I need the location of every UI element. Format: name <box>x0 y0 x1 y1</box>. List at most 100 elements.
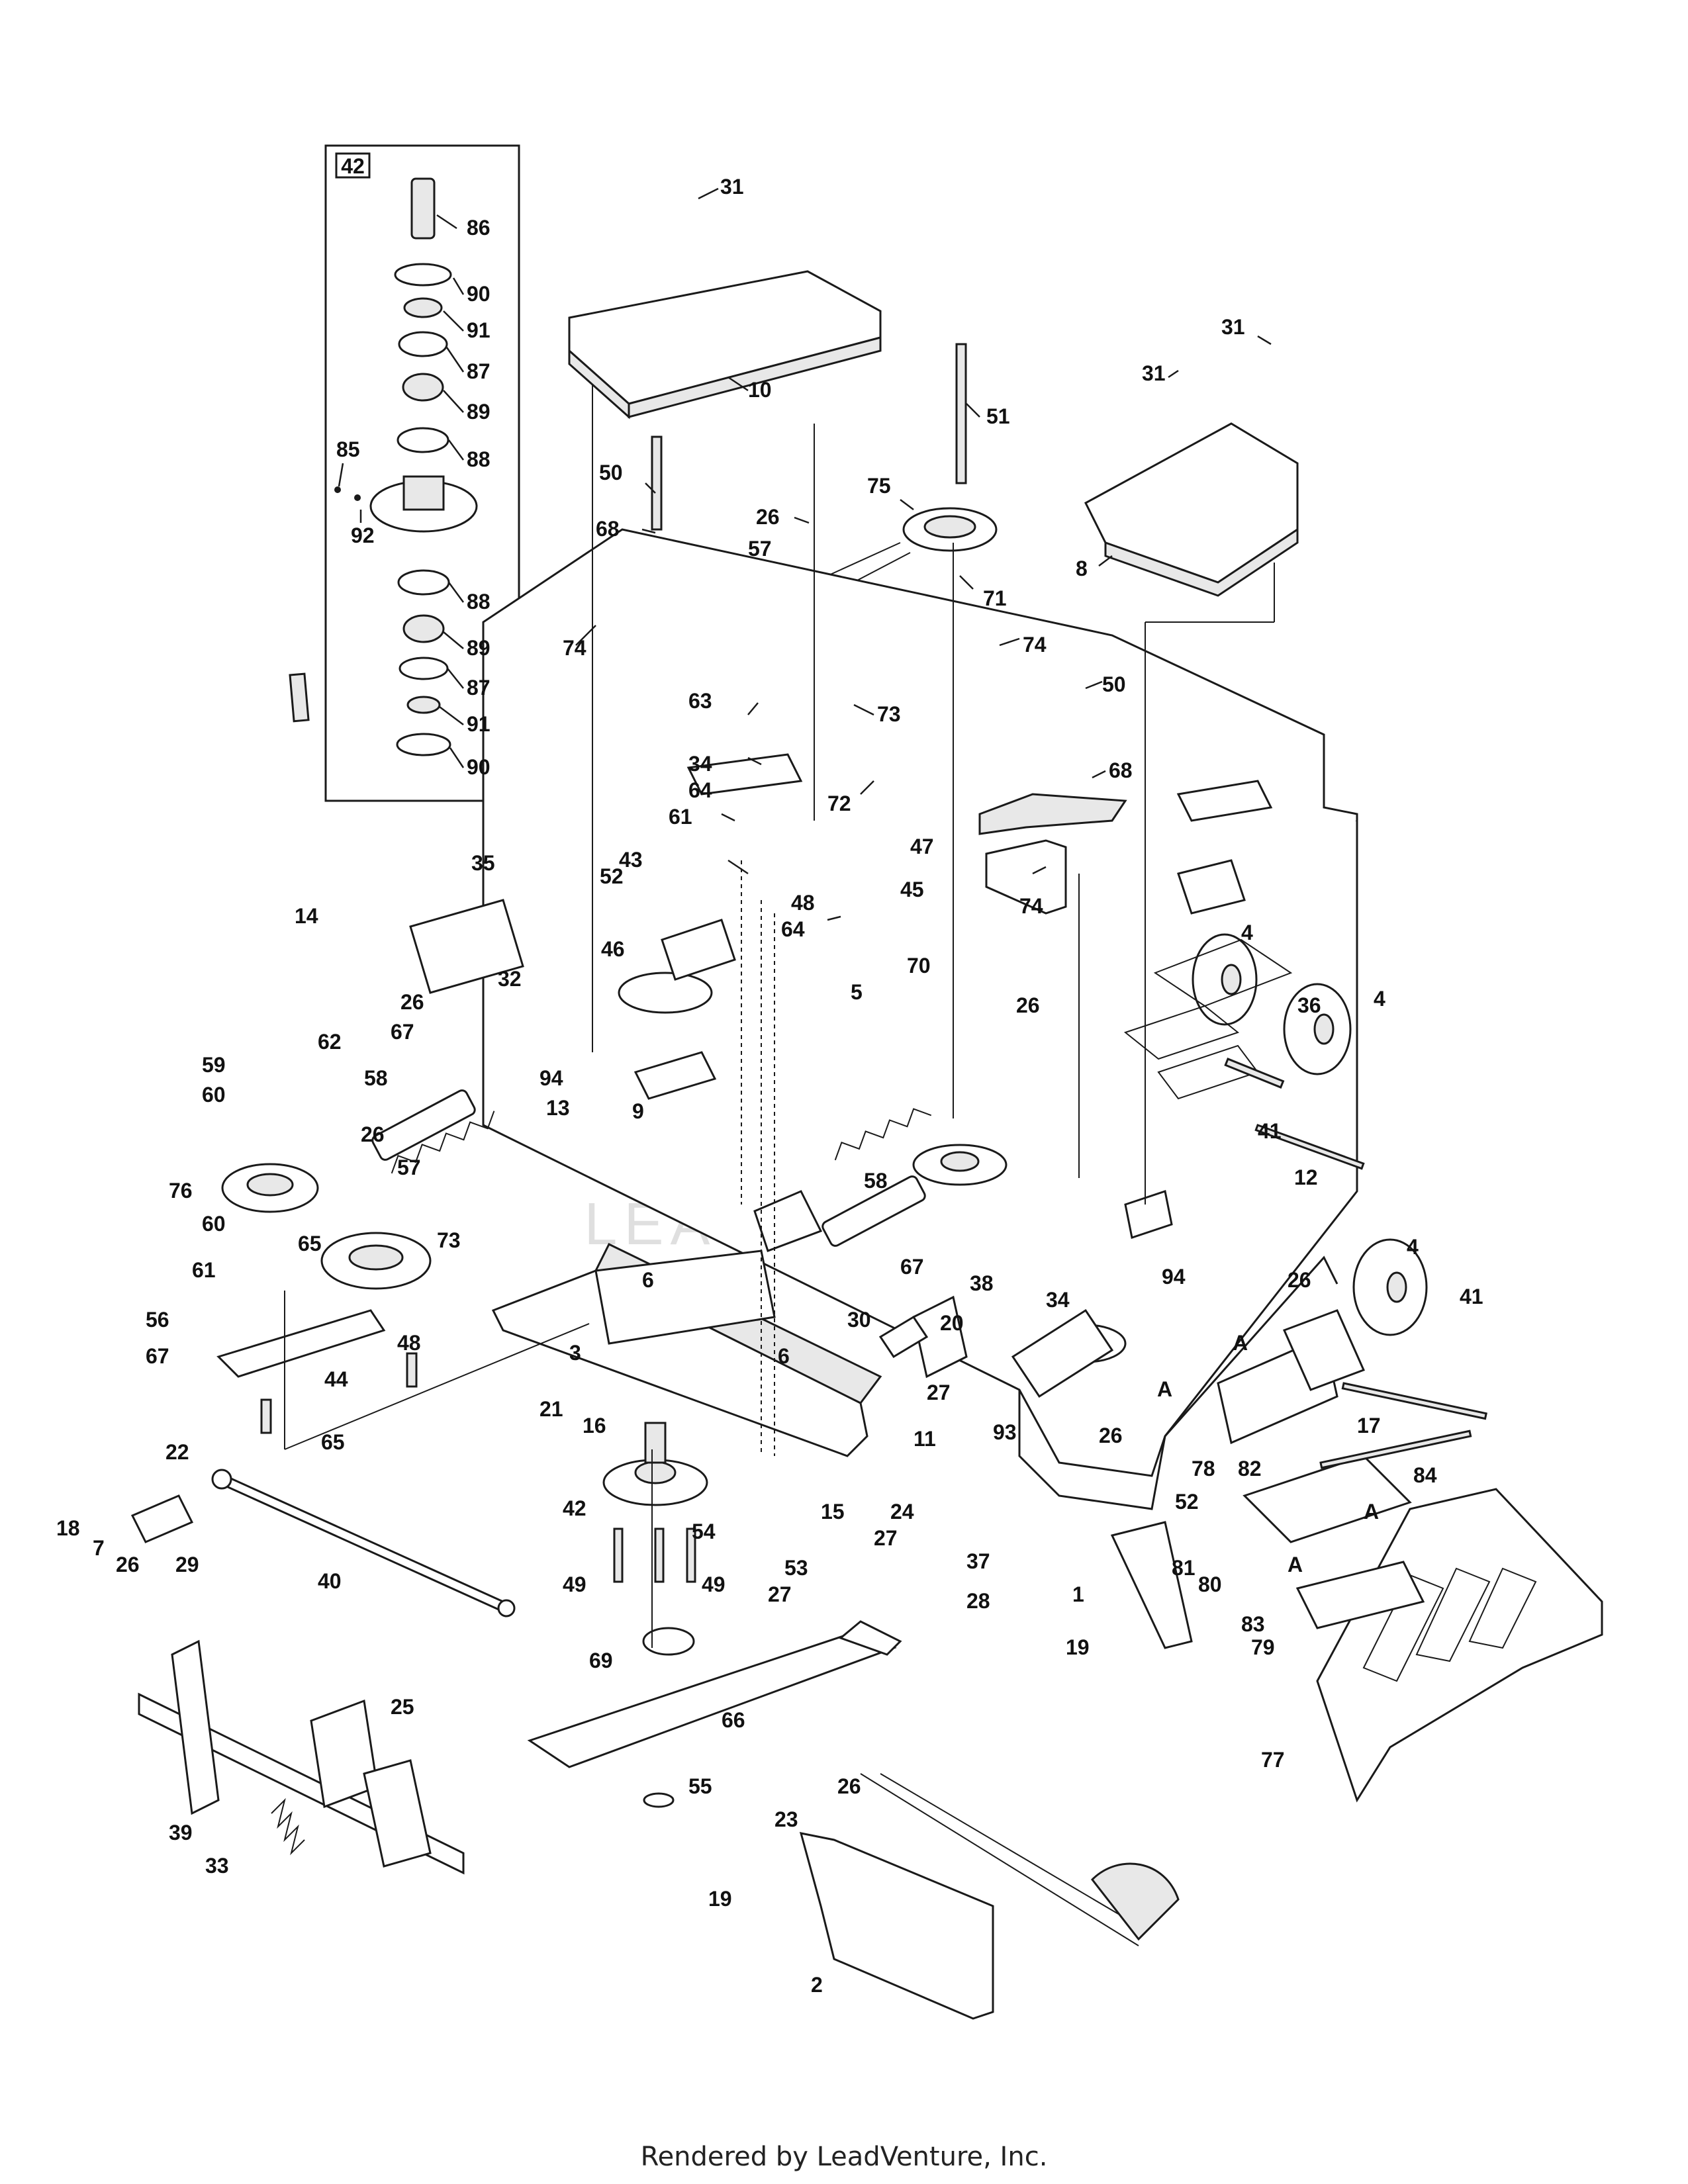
callout: 68 <box>596 517 620 541</box>
callout: 40 <box>318 1569 342 1593</box>
callout: 82 <box>1238 1457 1262 1480</box>
callout: 6 <box>642 1268 654 1292</box>
deck-lift-link <box>130 1469 516 1617</box>
callout: 4 <box>1241 921 1253 944</box>
left-idler-assembly <box>216 672 932 1434</box>
callout: 88 <box>467 447 491 471</box>
callout: 88 <box>467 590 491 614</box>
callout: 26 <box>1288 1268 1311 1292</box>
callout: 62 <box>318 1030 342 1054</box>
callout: 4 <box>1374 987 1385 1011</box>
callout: 44 <box>324 1367 348 1391</box>
callout: 3 <box>569 1341 581 1365</box>
callout: 48 <box>397 1331 421 1355</box>
callout: 67 <box>391 1020 414 1044</box>
callout: 49 <box>563 1572 586 1596</box>
discharge-chute <box>1243 1455 1603 1803</box>
callout: 26 <box>361 1122 385 1146</box>
callout: 8 <box>1076 557 1088 580</box>
callout: 25 <box>391 1695 414 1719</box>
callout: 87 <box>467 359 491 383</box>
callout: 69 <box>589 1649 613 1672</box>
callout: 55 <box>688 1774 712 1798</box>
callout: 31 <box>720 175 744 199</box>
lift-shaft-frame <box>138 1639 465 1875</box>
callout: 51 <box>986 404 1010 428</box>
callout: 19 <box>708 1887 732 1911</box>
left-deck-shield <box>568 270 882 420</box>
reference-letter: A <box>1364 1500 1379 1524</box>
callout: 56 <box>146 1308 169 1332</box>
callout: 80 <box>1198 1572 1222 1596</box>
callout: 9 <box>632 1099 644 1123</box>
callout: 37 <box>966 1549 990 1573</box>
callout: 60 <box>202 1212 226 1236</box>
gauge-wheels <box>1123 933 1428 1336</box>
callout: 71 <box>983 586 1007 610</box>
deck-small-brackets <box>409 753 1246 1398</box>
callout: 26 <box>116 1553 140 1576</box>
callout: 58 <box>864 1169 888 1193</box>
callout: 83 <box>1241 1612 1265 1636</box>
callout: 32 <box>498 967 522 991</box>
callout: 90 <box>467 755 491 779</box>
callout: 13 <box>546 1096 570 1120</box>
callout: 65 <box>298 1232 322 1255</box>
callout: 93 <box>993 1420 1017 1444</box>
callout: 91 <box>467 318 491 342</box>
callout: 34 <box>688 752 712 776</box>
callout: 57 <box>748 537 772 561</box>
callout: 78 <box>1192 1457 1215 1480</box>
callout: 50 <box>1102 672 1126 696</box>
callout: 70 <box>907 954 931 978</box>
callout: 26 <box>1016 993 1040 1017</box>
callout: 27 <box>768 1582 792 1606</box>
callout: 77 <box>1261 1748 1285 1772</box>
callout: 6 <box>778 1344 790 1368</box>
callout: 74 <box>1023 633 1047 657</box>
callout: 33 <box>205 1854 229 1878</box>
callout: 73 <box>437 1228 461 1252</box>
callout: 26 <box>756 505 780 529</box>
callout: 92 <box>351 523 375 547</box>
callout: 54 <box>692 1520 716 1543</box>
callout: 89 <box>467 400 491 424</box>
callout: 28 <box>966 1589 990 1613</box>
callout: 50 <box>599 461 623 484</box>
callout: 22 <box>165 1440 189 1464</box>
callout: 85 <box>336 437 360 461</box>
callout: 73 <box>877 702 901 726</box>
callout: 76 <box>169 1179 193 1203</box>
footer-credit: Rendered by LeadVenture, Inc. <box>641 2142 1048 2172</box>
callout: 7 <box>93 1536 105 1560</box>
callout: 4 <box>1407 1235 1419 1259</box>
callout: 84 <box>1413 1463 1437 1487</box>
callout: 16 <box>583 1414 606 1437</box>
callout: 94 <box>539 1066 563 1090</box>
callout: 11 <box>914 1427 936 1451</box>
callout: 14 <box>295 904 318 928</box>
callout: 61 <box>669 805 692 829</box>
callout: 2 <box>811 1973 823 1997</box>
callout: 64 <box>781 917 805 941</box>
callout: 38 <box>970 1271 994 1295</box>
callout: 41 <box>1460 1285 1483 1308</box>
callout: 66 <box>722 1708 745 1732</box>
callout: 1 <box>1072 1582 1084 1606</box>
callout: 29 <box>175 1553 199 1576</box>
callout: 27 <box>874 1526 898 1550</box>
callout: 30 <box>847 1308 871 1332</box>
callout: 52 <box>600 864 624 888</box>
callout: 26 <box>1099 1424 1123 1447</box>
front-baffle <box>491 1243 882 1457</box>
callout: 48 <box>791 891 815 915</box>
lower-blade-group <box>527 1422 902 1808</box>
callout: 89 <box>467 636 491 660</box>
callout: 35 <box>471 851 495 875</box>
callout: 45 <box>900 878 924 901</box>
callout: 42 <box>563 1496 586 1520</box>
callout: 60 <box>202 1083 226 1107</box>
callout: 94 <box>1162 1265 1186 1289</box>
assembly-phantom-lines <box>284 384 1275 1648</box>
